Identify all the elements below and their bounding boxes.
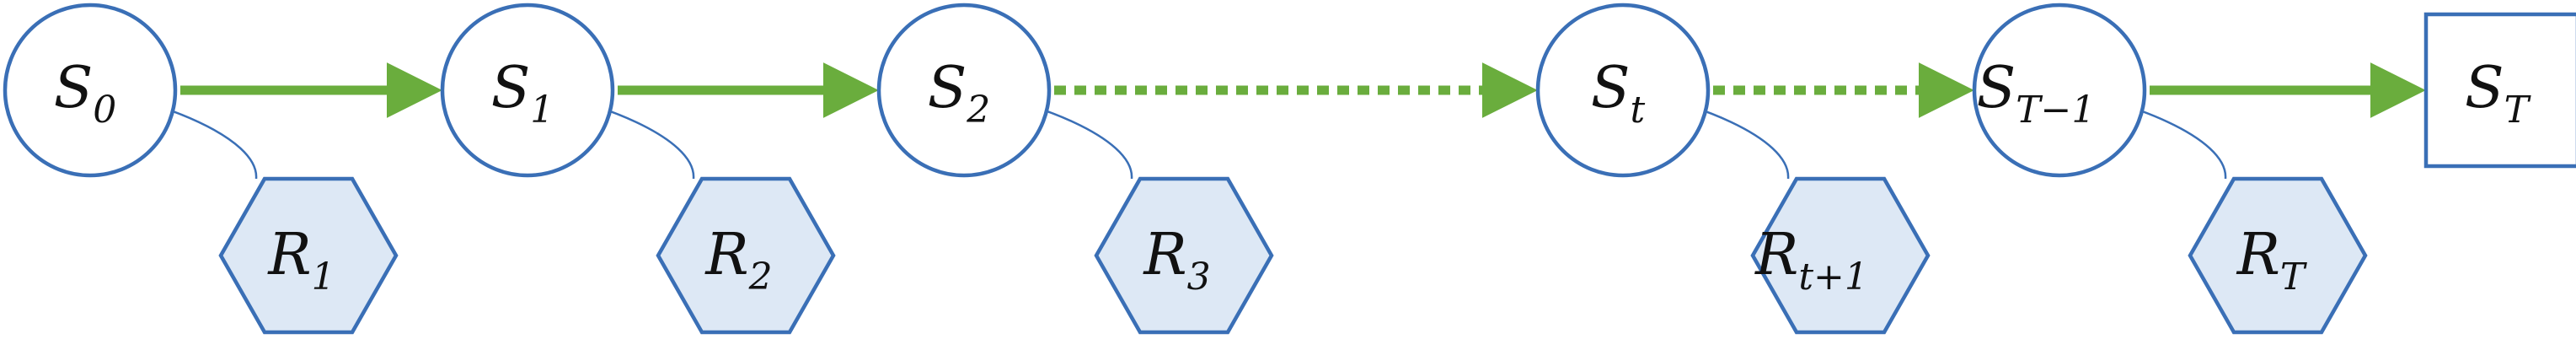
state-node-2: S2 bbox=[876, 3, 1052, 178]
reward-links bbox=[95, 86, 2227, 180]
reward-node-2: R3 bbox=[1094, 176, 1274, 335]
reward-nodes: R1 R2 R3 Rt+1 RT bbox=[218, 176, 2368, 335]
state-circle bbox=[876, 3, 1052, 178]
state-node-0: S0 bbox=[3, 3, 178, 178]
reward-label: RT bbox=[2236, 222, 2308, 299]
reward-label: Rt+1 bbox=[1754, 222, 1868, 299]
reward-node-3: Rt+1 bbox=[1750, 176, 1931, 335]
state-circle bbox=[3, 3, 178, 178]
reward-hexagon bbox=[2188, 176, 2368, 335]
reward-label: R2 bbox=[704, 222, 772, 299]
state-label: ST−1 bbox=[1977, 55, 2096, 132]
state-circle bbox=[440, 3, 615, 178]
state-label: St bbox=[1591, 55, 1646, 132]
state-label: ST bbox=[2465, 55, 2532, 132]
state-node-3: St bbox=[1535, 3, 1711, 178]
reward-node-0: R1 bbox=[218, 176, 399, 335]
reward-hexagon bbox=[1094, 176, 1274, 335]
state-label: S0 bbox=[54, 55, 117, 132]
state-label: S1 bbox=[491, 55, 554, 132]
state-label: S2 bbox=[928, 55, 991, 132]
reward-label: R1 bbox=[266, 222, 335, 299]
state-circle bbox=[1535, 3, 1711, 178]
reward-node-1: R2 bbox=[656, 176, 836, 335]
state-node-1: S1 bbox=[440, 3, 615, 178]
state-circle bbox=[1972, 3, 2147, 178]
terminal-state-box bbox=[2423, 12, 2576, 169]
reward-node-4: RT bbox=[2188, 176, 2368, 335]
state-node-4: ST−1 bbox=[1972, 3, 2147, 178]
reward-hexagon bbox=[218, 176, 399, 335]
reward-hexagon bbox=[1750, 176, 1931, 335]
state-node-5: ST bbox=[2423, 12, 2576, 169]
reward-hexagon bbox=[656, 176, 836, 335]
state-nodes: S0 S1 S2 St ST−1 ST bbox=[3, 3, 2576, 178]
reward-label: R3 bbox=[1142, 222, 1210, 299]
